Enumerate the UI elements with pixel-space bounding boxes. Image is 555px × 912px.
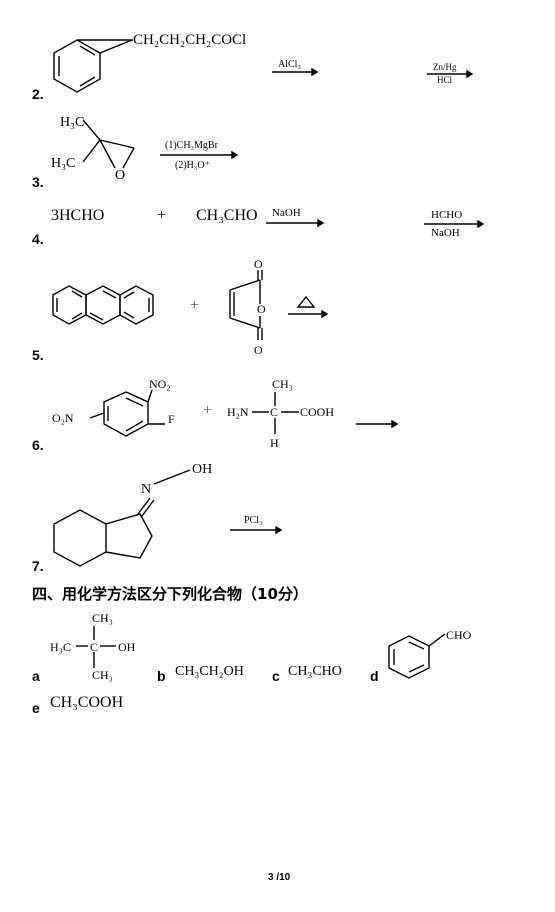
- section-4-title-end: 分）: [277, 585, 308, 603]
- reagent-hcl: HCl: [437, 75, 453, 85]
- benzaldehyde-cho: CHO: [446, 628, 472, 642]
- item-label-a: a: [32, 668, 40, 684]
- question-number-3: 3.: [32, 174, 44, 190]
- alanine-methyl: CH₃: [272, 377, 293, 391]
- question-number-2: 2.: [32, 86, 44, 102]
- tbutanol-bonds: [76, 626, 116, 668]
- methyl-bottom: H₃C: [51, 156, 76, 171]
- page-total: /10: [276, 872, 291, 883]
- alanine-carboxyl: COOH: [300, 405, 335, 419]
- epoxide-oxygen: O: [115, 168, 126, 183]
- section-4-points: 10: [257, 585, 278, 603]
- page-current: 3: [268, 872, 274, 883]
- nitro-group-left: O₂N: [52, 411, 74, 425]
- page-number: 3 /10: [268, 872, 290, 883]
- tbutanol-hydroxyl: OH: [118, 640, 136, 654]
- tbutanol-carbon: C: [90, 640, 99, 654]
- question-number-4: 4.: [32, 231, 44, 247]
- nitro-group-top: NO₂: [149, 377, 171, 391]
- anhydride-oxygen-bottom: O: [254, 343, 263, 357]
- oxime-nitrogen: N: [141, 482, 152, 497]
- reactant-acetaldehyde: CH₃CHO: [196, 207, 258, 224]
- acyl-chloride-chain: CH₂CH₂CH₂COCl: [133, 32, 247, 48]
- reagent-naoh-2: NaOH: [431, 227, 460, 239]
- oxime-hydroxyl: OH: [192, 462, 213, 477]
- epoxide-ring: [82, 119, 135, 169]
- plus-sign-q4: +: [157, 207, 167, 224]
- reagent-grignard: (1)CH₃MgBr: [165, 140, 218, 151]
- item-label-d: d: [370, 668, 379, 684]
- alanine-alpha-carbon: C: [270, 405, 279, 419]
- alanine-amino: H₂N: [227, 405, 249, 419]
- reaction-arrow-q5: [288, 309, 329, 319]
- heat-triangle-icon: [296, 295, 316, 308]
- reaction-arrow-q4a: [266, 218, 325, 228]
- tbutanol-methyl-top: CH₃: [92, 611, 113, 625]
- reagent-naoh-1: NaOH: [272, 207, 301, 219]
- reaction-arrow-q2b: [427, 69, 474, 79]
- reagent-alcl3: AlCl₃: [278, 59, 301, 70]
- anhydride-oxygen-top: O: [254, 257, 263, 271]
- benzaldehyde-structure: [388, 633, 446, 679]
- chain-bond-q2b: [99, 39, 133, 54]
- question-number-5: 5.: [32, 347, 44, 363]
- item-label-c: c: [272, 668, 280, 684]
- reagent-pcl3: PCl₃: [244, 515, 263, 526]
- reaction-arrow-q4b: [424, 219, 485, 229]
- reaction-arrow-q7: [230, 525, 283, 535]
- ethanol-formula: CH₃CH₂OH: [175, 664, 244, 679]
- reaction-arrow-q2a: [272, 67, 319, 77]
- reaction-arrow-q3: [160, 150, 239, 160]
- reaction-arrow-q6: [356, 419, 399, 429]
- alanine-hydrogen: H: [270, 436, 279, 450]
- methyl-top: H₃C: [60, 115, 85, 130]
- item-label-e: e: [32, 700, 40, 716]
- acetic-acid-formula: CH₃COOH: [50, 694, 124, 711]
- alanine-bonds: [252, 392, 299, 434]
- question-number-6: 6.: [32, 437, 44, 453]
- hydrindanone-oxime-structure: [53, 469, 191, 567]
- dinitrofluorobenzene-ring: [89, 389, 165, 437]
- anthracene-structure: [52, 285, 154, 325]
- anhydride-ring-oxygen: O: [257, 302, 266, 316]
- tbutanol-methyl-bottom: CH₃: [92, 668, 113, 682]
- question-number-7: 7.: [32, 558, 44, 574]
- item-label-b: b: [157, 668, 166, 684]
- fluoro-atom: F: [168, 412, 175, 426]
- plus-sign-q6: +: [203, 402, 213, 419]
- chain-bond-q2: [77, 39, 133, 41]
- section-4-heading: 四、用化学方法区分下列化合物（10分）: [32, 583, 308, 604]
- acetaldehyde-formula: CH₃CHO: [288, 664, 342, 679]
- plus-sign-q5: +: [190, 297, 200, 314]
- reagent-hcho: HCHO: [431, 209, 463, 221]
- section-4-title: 四、用化学方法区分下列化合物（: [32, 585, 258, 603]
- reagent-znhg: Zn/Hg: [433, 62, 457, 72]
- reactant-formaldehyde: 3HCHO: [51, 207, 105, 224]
- reagent-hydrolysis: (2)H₃O⁺: [175, 160, 210, 171]
- maleic-anhydride-structure: [229, 270, 263, 340]
- tbutanol-methyl-left: H₃C: [50, 640, 71, 654]
